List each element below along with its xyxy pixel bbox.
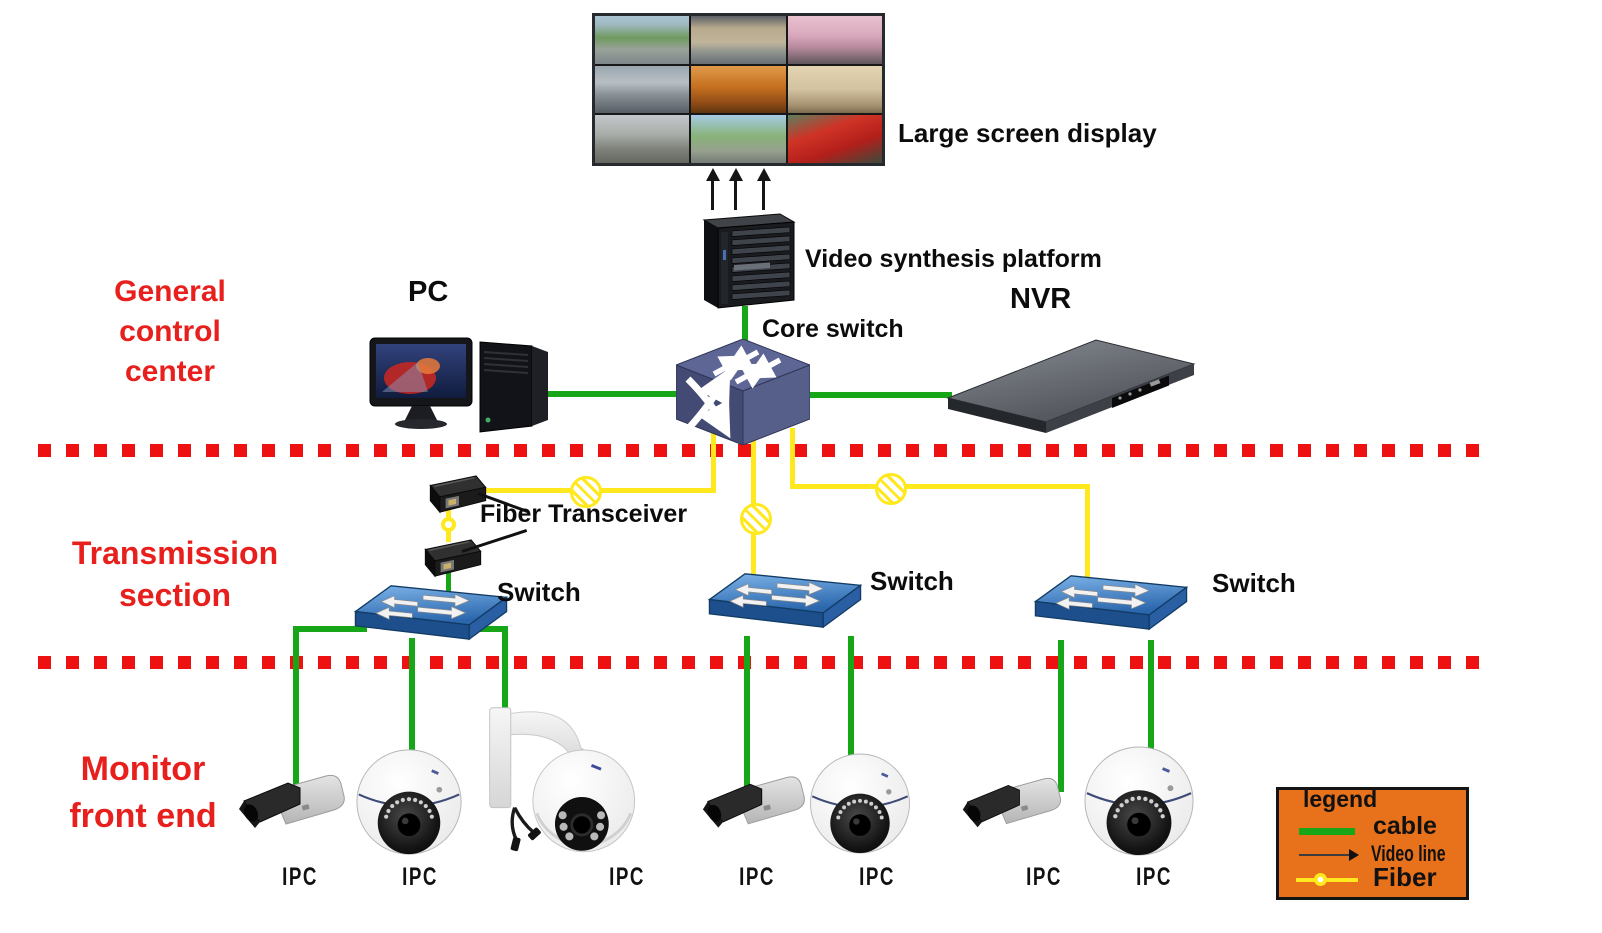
switch-icon (700, 572, 870, 636)
bullet-camera-icon (960, 760, 1064, 850)
fiber-splice-icon (740, 503, 772, 535)
cable-transceiver-switch (446, 572, 451, 598)
video-wall-cell (595, 16, 690, 64)
fiber-line (711, 428, 716, 492)
cable-switch1-cam1 (293, 626, 299, 790)
red-dotted-divider-bottom (38, 656, 1488, 669)
label-switch-3: Switch (1212, 568, 1296, 598)
video-wall-cell (595, 115, 690, 163)
fiber-splice-icon (570, 476, 602, 508)
fiber-swatch (1296, 873, 1358, 886)
cable-switch3-cam7 (1148, 640, 1154, 762)
fiber-connector-icon (441, 517, 456, 532)
label-ipc: IPC (402, 863, 438, 891)
switch-icon (346, 584, 516, 648)
video-wall-cell (787, 65, 882, 114)
cable-switch2-cam5 (848, 636, 854, 766)
label-fiber-transceiver: Fiber Transceiver (480, 500, 688, 528)
label-ipc: IPC (609, 863, 645, 891)
dome-camera-icon (806, 752, 914, 855)
video-wall-cell (595, 65, 690, 114)
label-large-screen-display: Large screen display (898, 118, 1157, 148)
up-arrow-icon (756, 168, 771, 210)
cable-switch1-cam2 (409, 638, 415, 768)
label-ipc: IPC (282, 863, 318, 891)
fiber-transceiver-icon (421, 537, 485, 579)
section-label-general-control-center: General control center (114, 275, 226, 388)
up-arrow-icon (705, 168, 720, 210)
label-video-synthesis-platform: Video synthesis platform (805, 245, 1102, 273)
label-core-switch: Core switch (762, 315, 904, 343)
fiber-dot-icon (1314, 873, 1327, 886)
legend-item-cable: cable (1373, 812, 1437, 840)
label-switch-2: Switch (870, 566, 954, 596)
fiber-transceiver-icon (426, 473, 490, 515)
video-wall-cell (691, 65, 786, 114)
legend-title: legend (1303, 786, 1378, 812)
bullet-camera-icon (700, 758, 808, 851)
switch-icon (1026, 574, 1196, 638)
large-screen-display (592, 13, 885, 166)
label-nvr: NVR (1010, 283, 1072, 315)
dome-camera-icon (1080, 745, 1198, 857)
fiber-splice-icon (875, 473, 907, 505)
label-ipc: IPC (859, 863, 895, 891)
bullet-camera-icon (236, 756, 348, 852)
nvr-icon (944, 334, 1196, 436)
label-ipc: IPC (1136, 863, 1172, 891)
cable-coreswitch-nvr (806, 392, 952, 398)
legend-item-video-line: Video line (1371, 841, 1446, 866)
video-synthesis-platform-icon (692, 210, 798, 310)
fiber-line (790, 428, 795, 489)
dome-camera-icon (352, 748, 466, 856)
cable-switch1-left (293, 626, 367, 632)
cable-switch1-cam3 (502, 626, 508, 726)
label-ipc: IPC (1026, 863, 1062, 891)
cable-switch2-cam4 (744, 636, 750, 792)
cable-platform-coreswitch (742, 306, 748, 346)
fiber-line (790, 484, 1090, 489)
section-label-transmission: Transmission section (71, 535, 279, 613)
up-arrow-icon (728, 168, 743, 210)
fiber-line (1085, 484, 1090, 580)
video-wall-cell (691, 115, 786, 163)
video-line-swatch (1299, 849, 1359, 861)
pc-icon (368, 322, 563, 444)
label-ipc: IPC (739, 863, 775, 891)
label-switch-1: Switch (497, 577, 581, 607)
section-label-monitor-front-end: Monitor front end (69, 750, 217, 835)
video-wall-cell (691, 16, 786, 64)
video-wall-cell (787, 115, 882, 163)
cable-switch1-right (478, 626, 508, 632)
ptz-camera-icon (482, 702, 650, 870)
cable-switch3-cam6 (1058, 640, 1064, 792)
legend-box: legend cable Video line Fiber (1276, 786, 1469, 900)
cable-swatch (1299, 828, 1355, 835)
core-switch-icon (676, 339, 810, 445)
label-pc: PC (408, 276, 449, 308)
cable-pc-coreswitch (528, 391, 680, 397)
legend-item-fiber: Fiber (1373, 862, 1437, 892)
video-wall-cell (787, 16, 882, 64)
red-dotted-divider-top (38, 444, 1488, 457)
